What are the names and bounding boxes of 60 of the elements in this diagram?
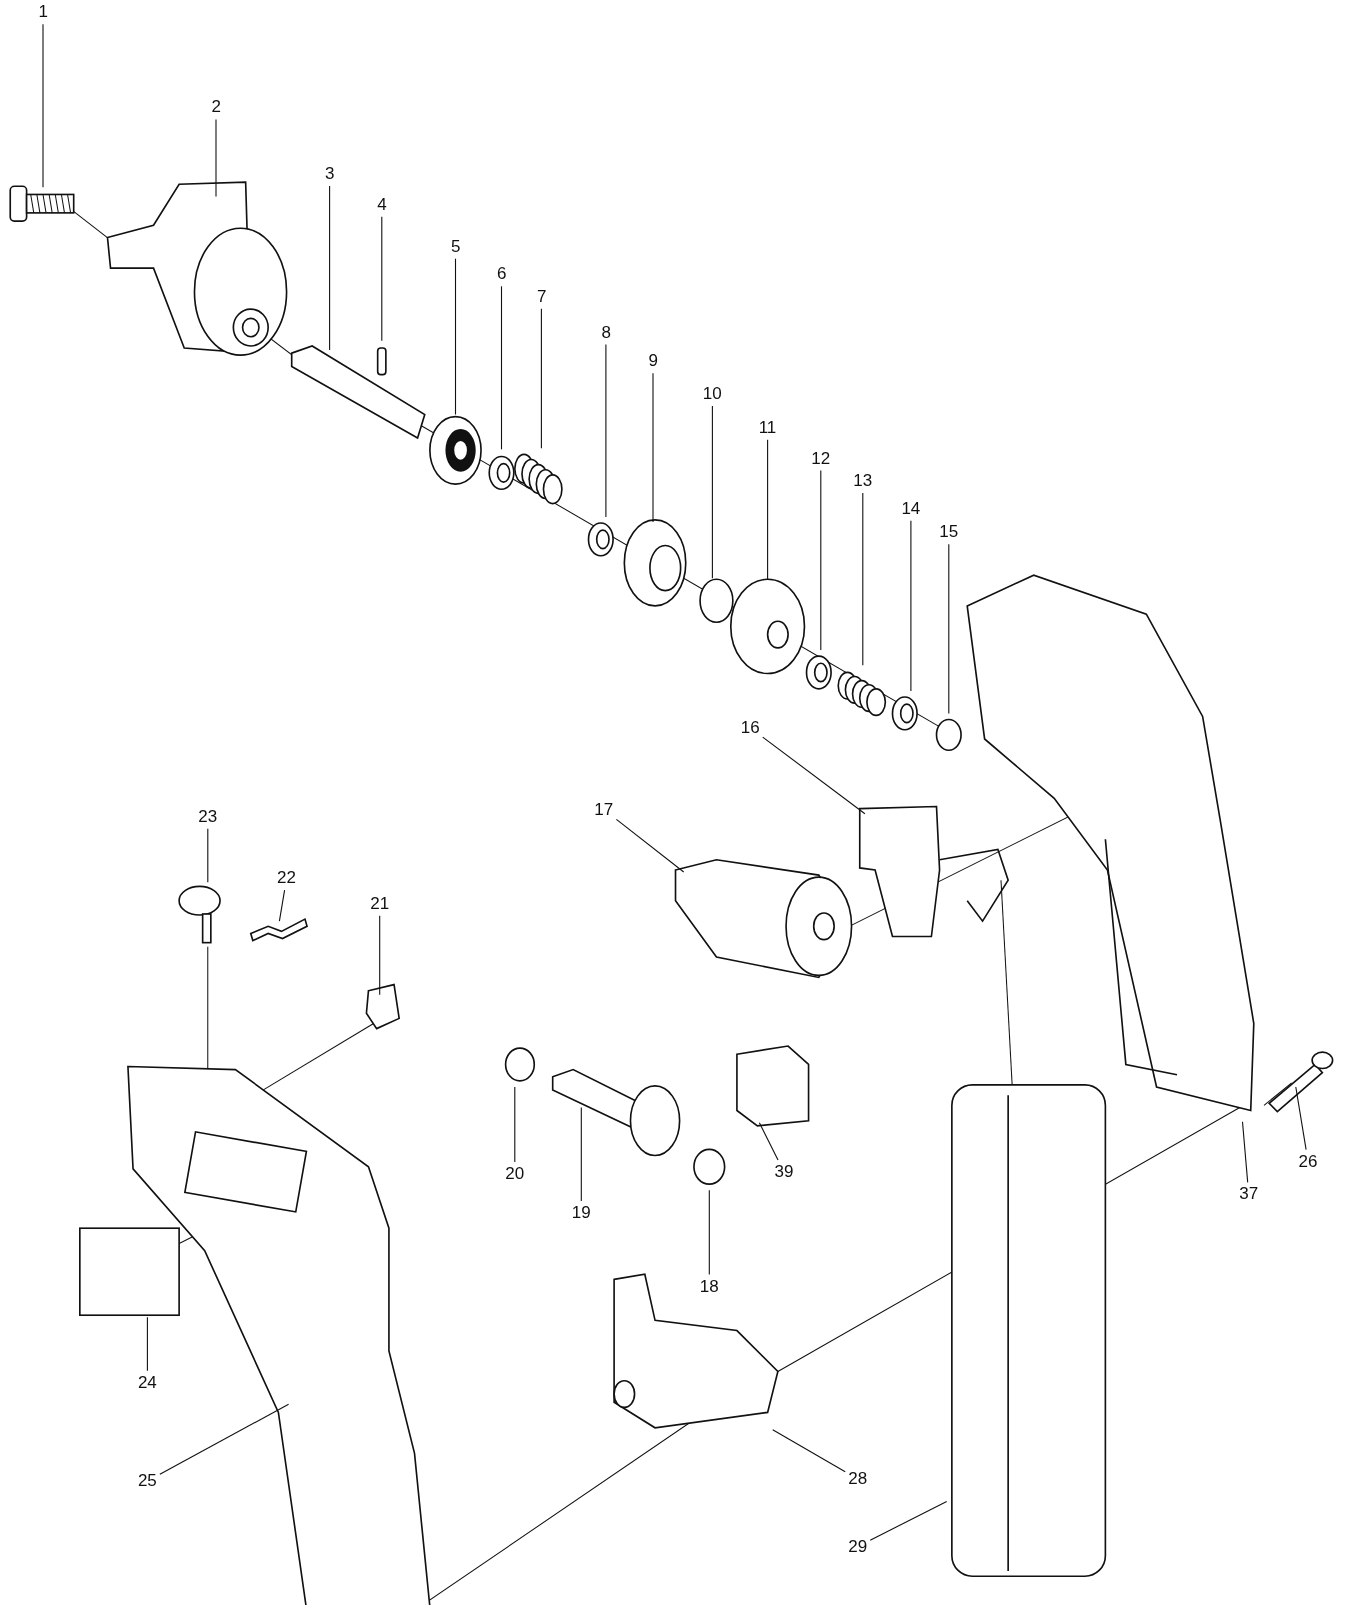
callout-number: 20 <box>504 1163 526 1184</box>
leader-line <box>605 344 607 518</box>
callout-number: 8 <box>600 322 612 343</box>
leader-line <box>146 1316 148 1372</box>
leader-line <box>862 492 864 666</box>
callout-number: 37 <box>1238 1184 1260 1205</box>
callout-number: 39 <box>773 1161 795 1182</box>
callout-number: 6 <box>496 264 508 285</box>
leader-line <box>580 1106 582 1202</box>
callout-number: 4 <box>376 194 388 215</box>
leader-line <box>615 818 685 873</box>
callout-number: 7 <box>535 286 548 307</box>
callout-number: 28 <box>847 1468 869 1489</box>
leader-line <box>514 1086 516 1163</box>
leader-line <box>762 736 866 815</box>
leader-line <box>772 1429 846 1473</box>
leader-line <box>1295 1086 1307 1151</box>
leader-line <box>767 439 769 580</box>
leader-line <box>207 828 209 883</box>
leader-line <box>708 1189 710 1276</box>
callout-number: 12 <box>810 448 832 469</box>
callout-number: 21 <box>369 893 391 914</box>
callout-number: 15 <box>938 522 960 543</box>
callout-number: 10 <box>701 384 723 405</box>
callout-number: 17 <box>593 799 615 820</box>
leader-line <box>454 258 457 416</box>
leader-line <box>500 285 503 450</box>
callout-number: 5 <box>449 236 462 257</box>
leader-line <box>711 405 713 579</box>
callout-number: 25 <box>136 1471 158 1491</box>
callout-number: 23 <box>197 806 219 827</box>
callout-number: 1 <box>37 2 49 23</box>
callout-number: 9 <box>647 351 659 372</box>
callout-number: 19 <box>570 1202 592 1223</box>
leader-line <box>159 1403 290 1475</box>
leader-line <box>652 372 654 523</box>
leader-line <box>540 308 542 449</box>
leader-line <box>381 216 383 342</box>
leader-line <box>820 469 822 651</box>
callout-number: 11 <box>757 417 778 438</box>
callout-number: 13 <box>852 471 874 492</box>
callout-number: 24 <box>136 1372 158 1393</box>
callout-number: 18 <box>698 1276 720 1297</box>
leader-line <box>758 1122 779 1161</box>
callout-number: 2 <box>210 97 222 118</box>
callout-number: 26 <box>1297 1151 1319 1172</box>
callout-number: 14 <box>900 498 922 519</box>
leader-line <box>1241 1121 1249 1183</box>
leader-line <box>910 520 912 692</box>
leader-line <box>278 889 286 922</box>
callout-number: 3 <box>324 164 336 184</box>
leader-line <box>42 23 44 188</box>
leader-line <box>215 118 217 198</box>
leader-line <box>948 543 950 714</box>
callout-number: 22 <box>276 868 297 889</box>
leader-line <box>869 1500 948 1541</box>
leader-line <box>329 185 331 351</box>
callout-number: 16 <box>739 717 761 738</box>
callout-number: 29 <box>847 1536 869 1557</box>
leader-line <box>379 915 381 996</box>
